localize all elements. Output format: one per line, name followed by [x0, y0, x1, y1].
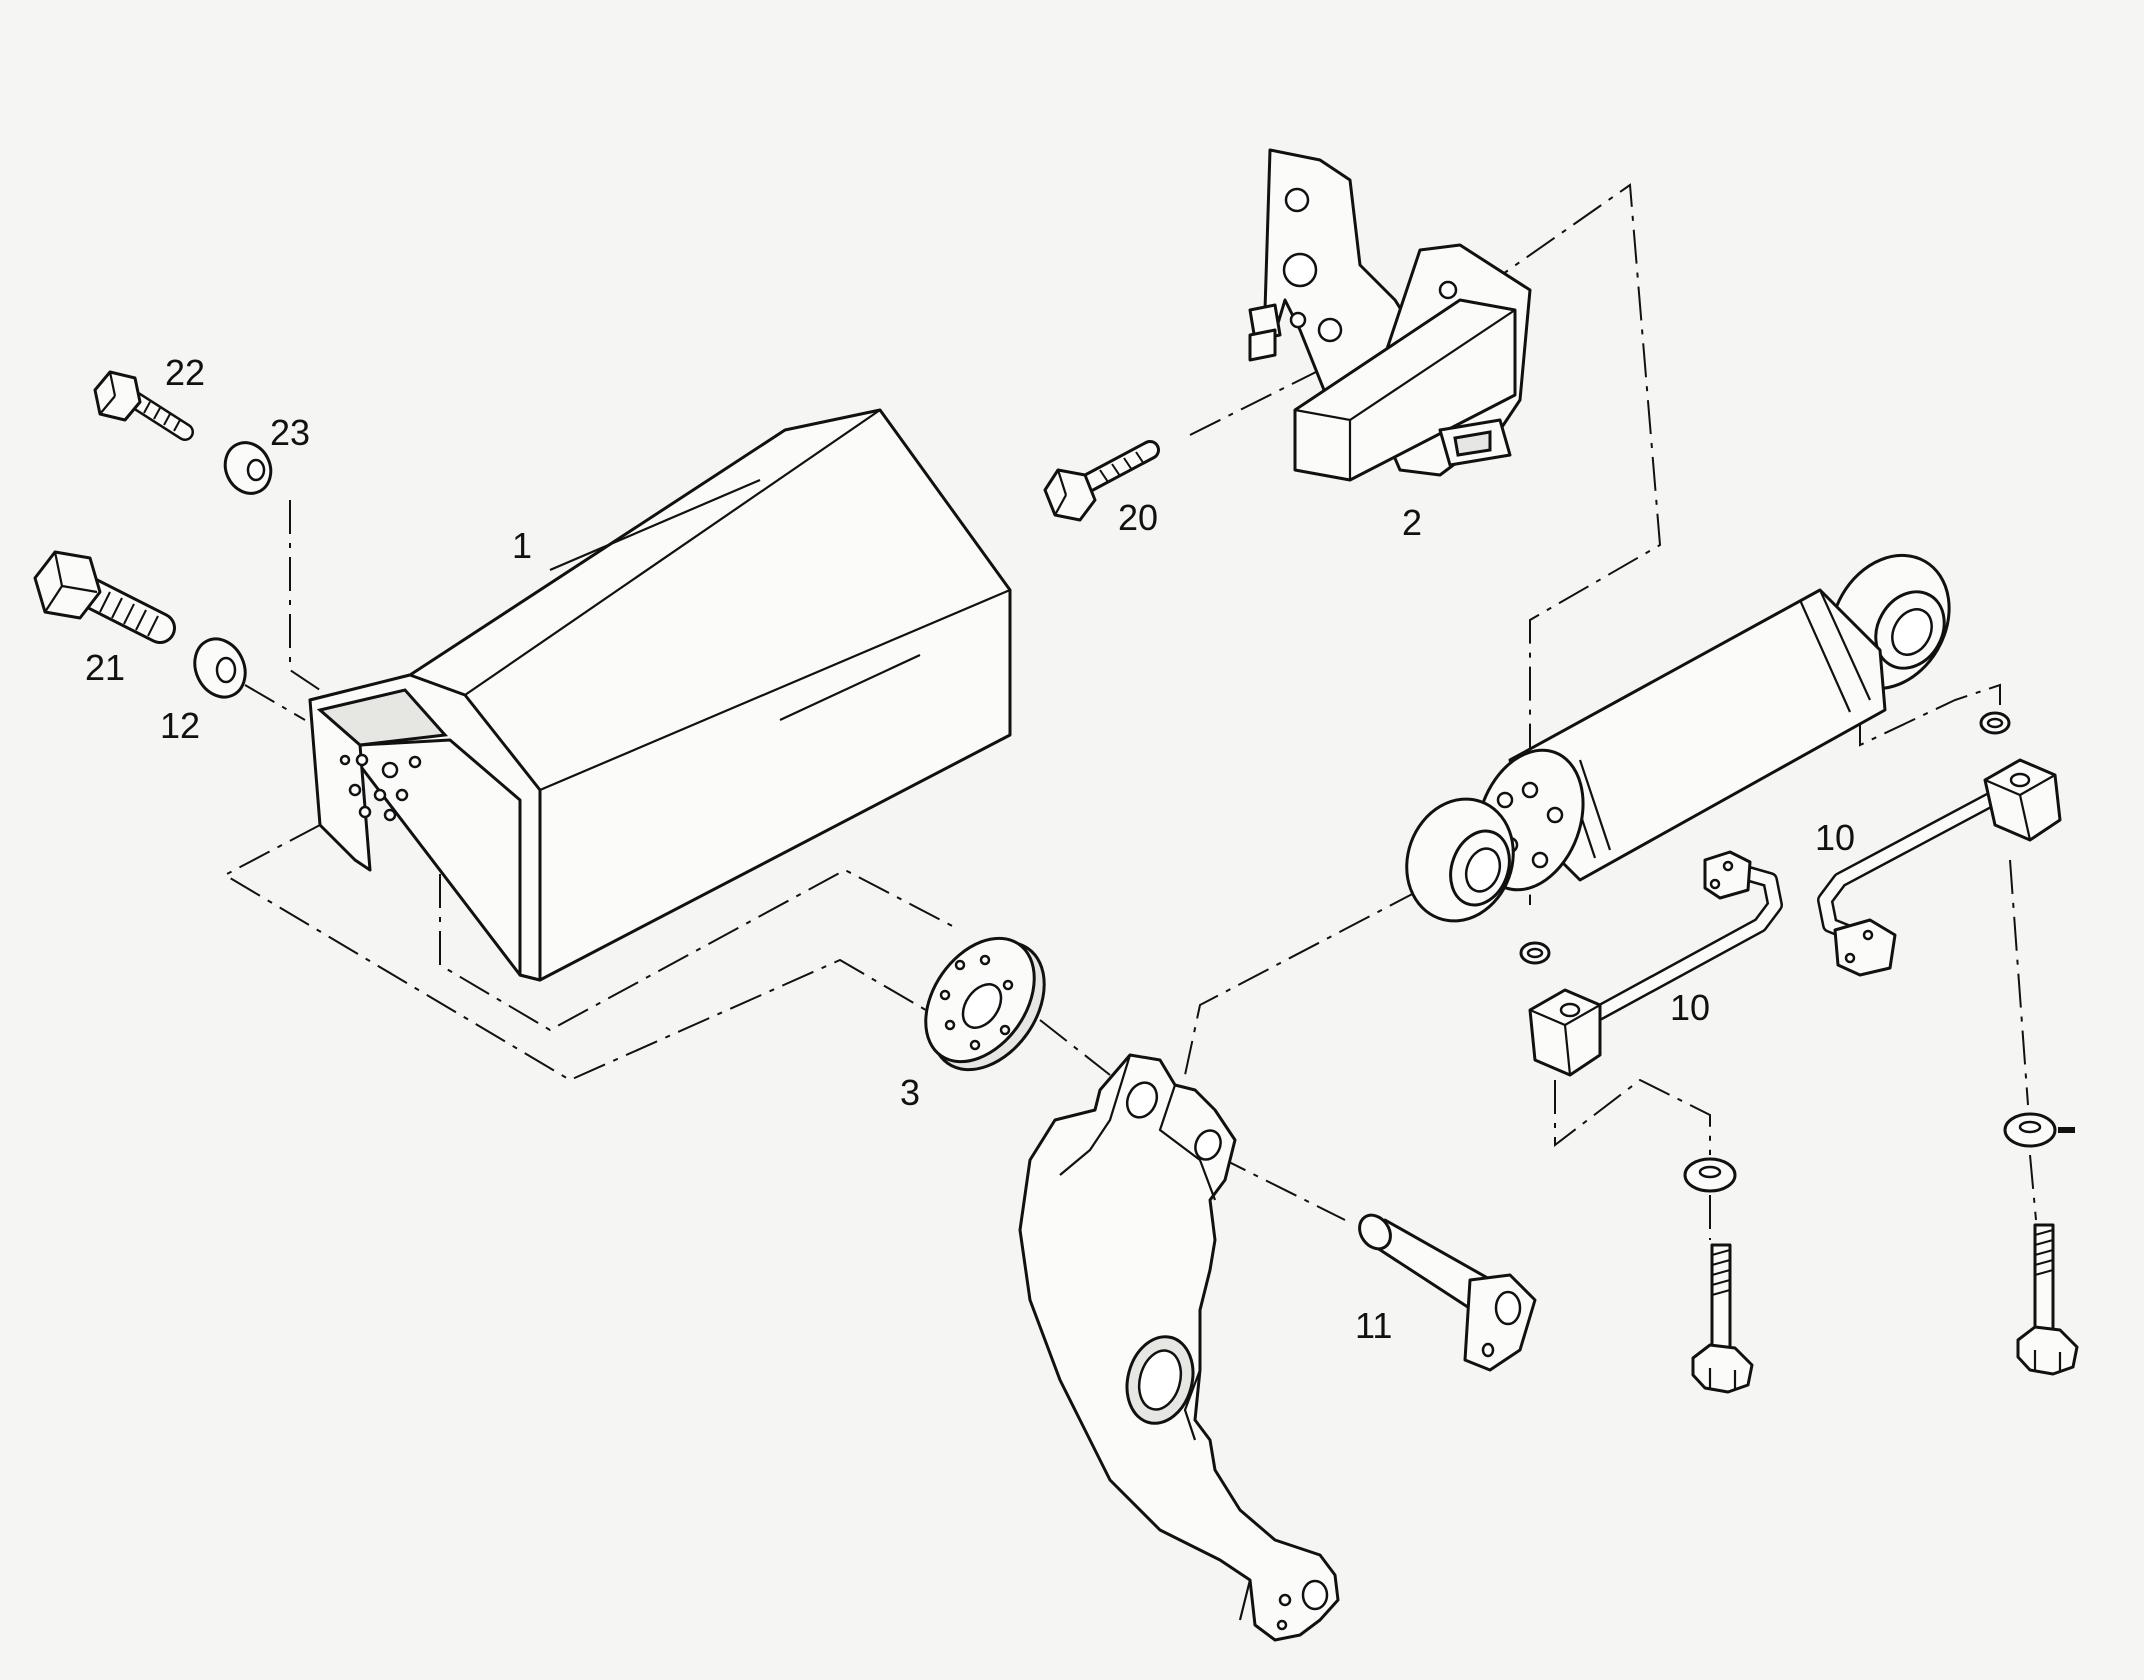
leader-cylinder-oring-right — [1859, 683, 2001, 747]
leader-washer23-cover — [289, 500, 321, 691]
callout-11: 11 — [1355, 1305, 1392, 1346]
callout-1: 1 — [512, 525, 532, 566]
leader-tube-washer-right — [2009, 859, 2029, 1106]
washer-part-12 — [193, 637, 247, 699]
callout-23: 23 — [270, 412, 310, 453]
hydraulic-cylinder — [1405, 553, 1951, 923]
leader-bracket-cylinder — [1479, 183, 1662, 905]
leader-tube-washer-left — [1554, 1078, 1711, 1155]
leader-pin11-arm — [1214, 1154, 1346, 1221]
tube-part-10-left — [1528, 850, 1783, 1077]
callout-12: 12 — [160, 705, 200, 746]
washer-left-lower — [1683, 1157, 1737, 1193]
bolt-part-22 — [93, 370, 194, 441]
callout-2: 2 — [1402, 502, 1422, 543]
leader-plate3-arm — [1039, 1019, 1111, 1076]
pin-part-11 — [1358, 1213, 1537, 1372]
leader-cylinder-arm — [1184, 889, 1421, 1076]
cover-housing-part-1 — [308, 408, 1012, 982]
leader-lines — [222, 183, 2037, 1240]
callout-3: 3 — [900, 1072, 920, 1113]
bolt-part-21 — [33, 550, 176, 644]
plate-part-3 — [924, 936, 1046, 1072]
bolt-right-lower — [2016, 1223, 2079, 1376]
tube-part-10-right — [1817, 758, 2062, 977]
lever-arm — [1018, 1053, 1340, 1642]
callout-22: 22 — [165, 352, 205, 393]
bolt-left-lower — [1691, 1243, 1754, 1394]
leader-cover-plate3-upper — [439, 760, 961, 1032]
leader-cover-plate3-lower — [222, 824, 961, 1082]
callout-10-lower: 10 — [1670, 987, 1710, 1028]
bolt-part-20 — [1043, 440, 1160, 522]
callout-10-upper: 10 — [1815, 817, 1855, 858]
leader-washer-bolt-right — [2029, 1154, 2037, 1221]
callout-labels: 1 2 3 10 10 11 12 20 21 22 23 — [85, 352, 1855, 1346]
washer-right-lower — [2003, 1112, 2075, 1148]
callout-20: 20 — [1118, 497, 1158, 538]
callout-21: 21 — [85, 647, 125, 688]
washer-part-23 — [223, 441, 273, 495]
leader-washer12-cover — [244, 684, 306, 721]
bracket-part-2 — [1248, 148, 1532, 482]
